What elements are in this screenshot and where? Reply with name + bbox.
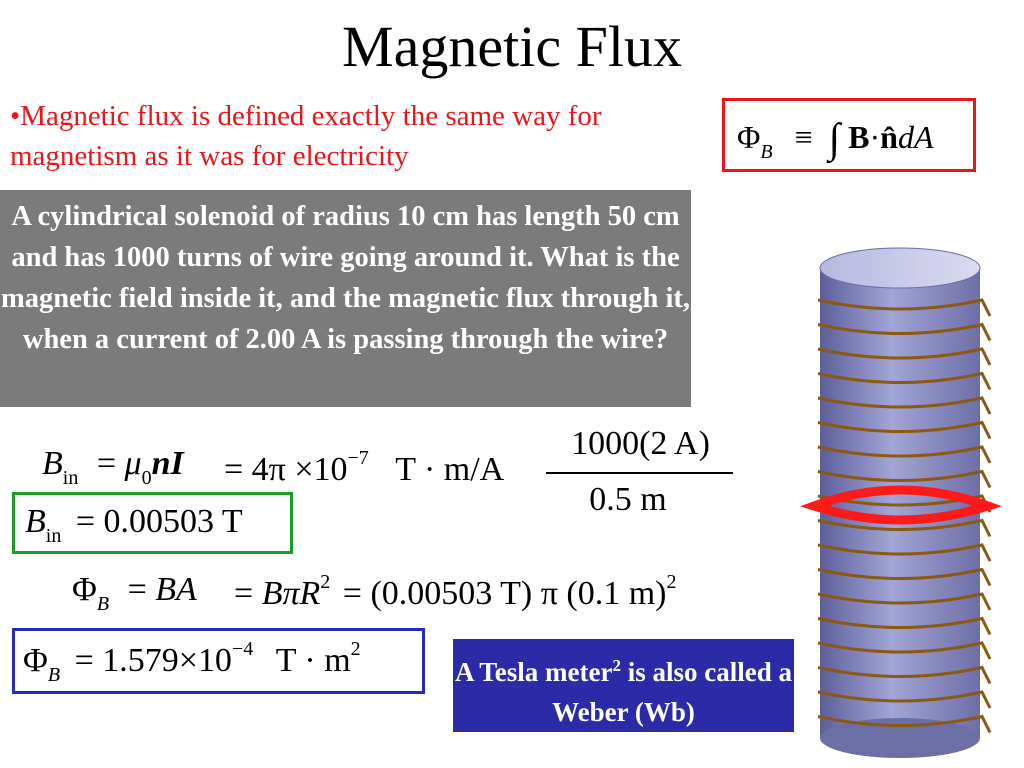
subscript-b: B [47, 664, 61, 686]
flux-answer: ΦB = 1.579×10−4 T · m2 [23, 638, 361, 686]
subscript-in: in [62, 467, 79, 489]
problem-statement: A cylindrical solenoid of radius 10 cm h… [0, 190, 691, 407]
dot-operator: · [869, 119, 881, 155]
exponent-2: 2 [666, 571, 677, 593]
slide-title: Magnetic Flux [342, 14, 682, 79]
fraction-denominator: 0.5 m [589, 481, 667, 518]
phi-symbol: Φ [737, 119, 761, 155]
note-prefix: A Tesla meter [455, 657, 613, 687]
equals: = [342, 575, 362, 612]
fraction-bar [546, 472, 733, 474]
fraction-numerator: 1000(2 A) [571, 425, 710, 462]
exponent-2: 2 [320, 571, 331, 593]
b-symbol: B [25, 503, 46, 540]
factor-4pi: = 4π ×10 [224, 451, 348, 488]
coil-turn [817, 445, 992, 464]
equals: = [96, 445, 117, 482]
flux-answer-box: ΦB = 1.579×10−4 T · m2 [12, 628, 425, 694]
units-tm-per-a: T · m/A [395, 451, 505, 488]
n-hat: n̂ [880, 119, 898, 155]
coil-turn [817, 420, 992, 440]
coil-turn [817, 518, 992, 538]
integral-symbol: ∫ [828, 116, 841, 162]
coil-turn [817, 469, 992, 489]
equals: = [234, 575, 254, 612]
cylinder-body [820, 268, 980, 738]
coil-turn [817, 714, 992, 734]
coil-turn [817, 347, 992, 366]
flux-substitution: (0.00503 T) π (0.1 m) [370, 575, 667, 612]
flux-value: = 1.579×10 [74, 642, 232, 679]
flux-equation-expanded: = BπR2 = (0.00503 T) π (0.1 m)2 [234, 571, 677, 618]
subscript-b: B [96, 593, 110, 615]
flux-definition-box: ΦB ≡ ∫ B·n̂dA [722, 98, 976, 172]
wire-coils [817, 298, 992, 734]
exponent-2: 2 [350, 638, 361, 660]
coil-turn [817, 567, 992, 587]
coil-turn [817, 298, 992, 317]
coil-turn [817, 396, 992, 415]
equals: = [127, 571, 147, 608]
coil-turn [817, 665, 992, 685]
field-equation-numeric: = 4π ×10−7 T · m/A [224, 447, 505, 494]
coil-turn [817, 616, 992, 636]
phi-symbol: Φ [23, 642, 48, 679]
b-pi-r-term: BπR [261, 575, 321, 612]
subscript-b: B [760, 141, 773, 163]
b-vector: B [848, 119, 870, 155]
note-superscript: 2 [612, 656, 621, 675]
field-answer: Bin = 0.00503 T [25, 502, 243, 547]
flux-definition-equation: ΦB ≡ ∫ B·n̂dA [737, 115, 934, 163]
equiv-symbol: ≡ [794, 119, 813, 155]
coil-turn [817, 690, 992, 709]
b-symbol: B [42, 445, 63, 482]
mu-symbol: μ [124, 445, 142, 482]
ba-term: BA [155, 571, 197, 608]
coil-turn [817, 322, 992, 342]
solenoid-illustration [800, 247, 1002, 758]
subscript-0: 0 [141, 467, 152, 489]
coil-turn [817, 543, 992, 562]
exponent-neg4: −4 [231, 638, 254, 660]
flux-equation: ΦB = BA [72, 570, 197, 615]
intro-sentence: Magnetic flux is defined exactly the sam… [10, 100, 602, 172]
coil-turn [817, 371, 992, 391]
bullet-marker: • [10, 100, 21, 132]
phi-symbol: Φ [72, 571, 97, 608]
ni-term: nI [151, 445, 184, 482]
cylinder-top [819, 247, 981, 289]
field-value: = 0.00503 T [75, 503, 243, 540]
coil-turn [817, 592, 992, 611]
subscript-in: in [45, 525, 62, 547]
units-tm2: T · m [275, 642, 351, 679]
field-equation: Bin = μ0nI [42, 444, 184, 489]
cylinder-bottom [820, 718, 980, 758]
exponent-neg7: −7 [347, 447, 369, 469]
coil-turn [817, 641, 992, 660]
da-term: dA [897, 119, 934, 155]
intro-text: •Magnetic flux is defined exactly the sa… [10, 96, 700, 176]
field-answer-box: Bin = 0.00503 T [12, 492, 293, 554]
tesla-meter-note: A Tesla meter2 is also called a Weber (W… [453, 639, 794, 732]
note-suffix: is also called a Weber (Wb) [552, 657, 792, 727]
highlighted-loop [800, 485, 1002, 525]
